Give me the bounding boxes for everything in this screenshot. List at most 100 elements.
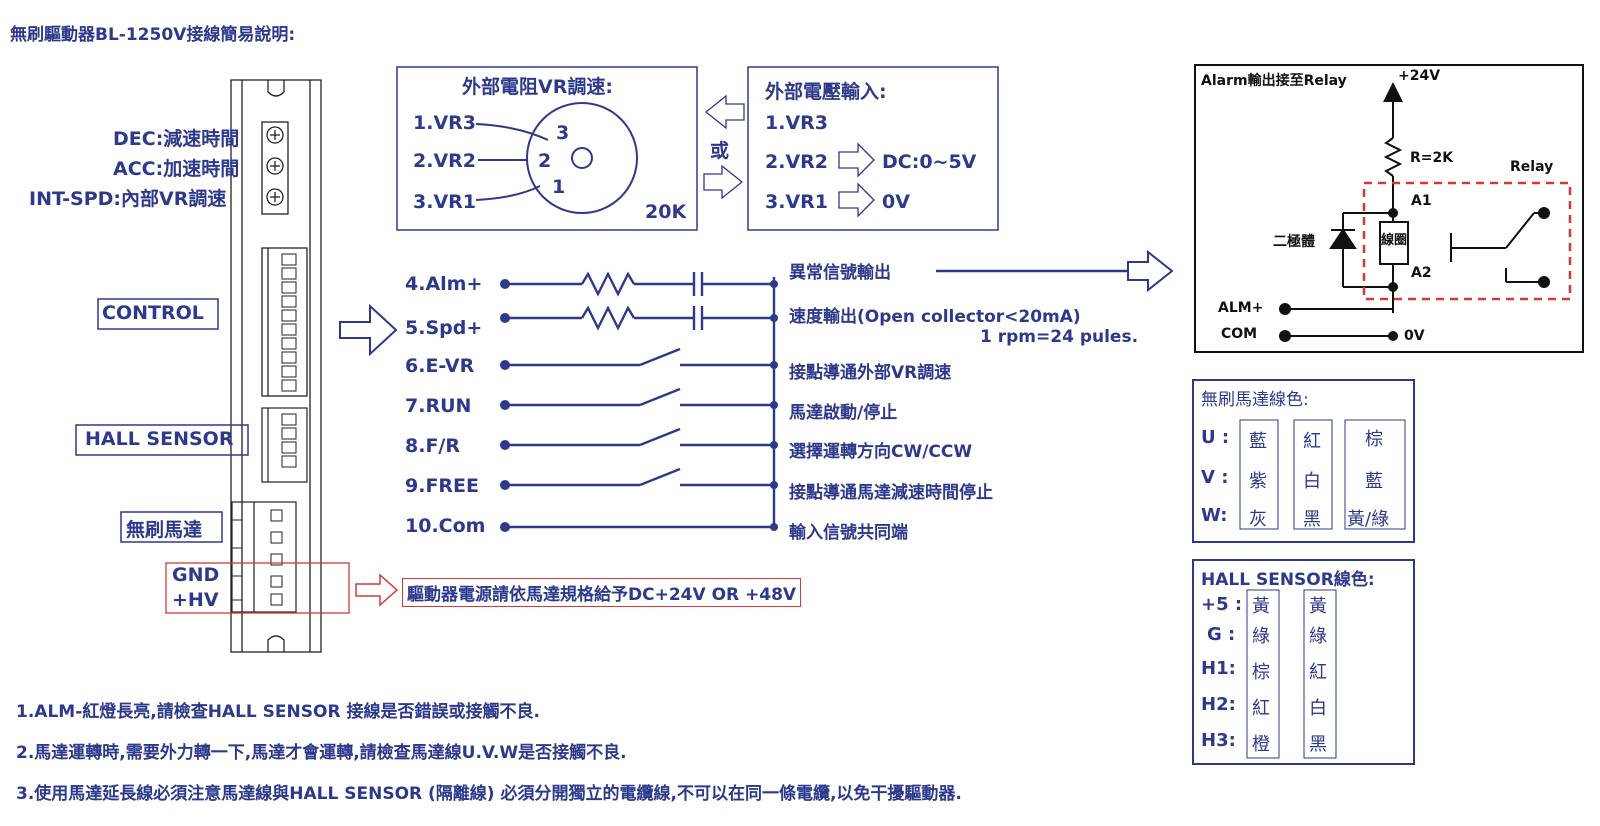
relay-com: COM	[1221, 326, 1258, 342]
relay-a1: A1	[1411, 193, 1432, 209]
vr-item-1: 1.VR3	[413, 112, 476, 134]
motor-w-1: 灰	[1249, 509, 1267, 530]
hall-5-1: 黃	[1252, 596, 1270, 617]
hall-label-box	[75, 424, 249, 456]
pin-desc-9: 接點導通馬達減速時間停止	[789, 483, 993, 503]
relay-alm: ALM+	[1218, 300, 1264, 316]
vr-box-title: 外部電阻VR調速:	[462, 76, 613, 98]
relay-dashed-box	[1362, 181, 1572, 301]
hall-row-h2-label: H2:	[1201, 694, 1236, 715]
motor-row-w-label: W:	[1201, 505, 1228, 526]
relay-label: Relay	[1510, 159, 1554, 175]
vr-item-3: 3.VR1	[413, 191, 476, 213]
vr2-arrow-icon	[838, 142, 875, 178]
hall-color-cells	[1246, 589, 1337, 759]
relay-dots	[1279, 207, 1550, 342]
hall-h2-2: 白	[1309, 698, 1327, 719]
vr-pin-2: 2	[538, 150, 552, 172]
hall-row-g-label: G :	[1207, 624, 1236, 645]
voltage-box	[747, 66, 999, 231]
potentiometer-icon	[475, 102, 638, 214]
voltage-item-3: 3.VR1	[765, 191, 828, 213]
motor-u-2: 紅	[1303, 431, 1321, 452]
voltage-value-dc: DC:0~5V	[882, 151, 977, 173]
voltage-item-1: 1.VR3	[765, 112, 828, 134]
relay-circuit-box	[1194, 64, 1584, 353]
pin-label-4: 4.Alm+	[405, 273, 483, 295]
speed-note: 1 rpm=24 pules.	[980, 327, 1139, 347]
hall-color-table-box	[1192, 559, 1415, 765]
vr1-arrow-icon	[838, 182, 875, 218]
motor-u-3: 棕	[1365, 429, 1383, 450]
hall-sensor-label: HALL SENSOR	[85, 428, 234, 450]
hall-h3-1: 橙	[1252, 734, 1270, 755]
motor-color-cells	[1239, 419, 1406, 530]
hall-row-5-label: +5 :	[1201, 594, 1243, 615]
pin-label-7: 7.RUN	[405, 395, 472, 417]
hall-5-2: 黃	[1309, 596, 1327, 617]
relay-supply: +24V	[1398, 68, 1441, 84]
page-title: 無刷驅動器BL-1250V接線簡易說明:	[10, 25, 296, 45]
pin-label-8: 8.F/R	[405, 435, 460, 457]
right-arrow-icon	[703, 164, 744, 200]
pin-desc-10: 輸入信號共同端	[789, 523, 908, 543]
pin-desc-6: 接點導通外部VR調速	[789, 363, 952, 383]
note-1: 1.ALM-紅燈長亮,請檢查HALL SENSOR 接線是否錯誤或接觸不良.	[16, 702, 540, 722]
note-3: 3.使用馬達延長線必須注意馬達線與HALL SENSOR (隔離線) 必須分開獨…	[16, 784, 962, 804]
motor-w-2: 黑	[1303, 509, 1321, 530]
hall-h3-2: 黑	[1309, 734, 1327, 755]
hall-row-h3-label: H3:	[1201, 730, 1236, 751]
pin-label-9: 9.FREE	[405, 475, 480, 497]
pin-label-5: 5.Spd+	[405, 317, 483, 339]
pin-label-6: 6.E-VR	[405, 355, 475, 377]
motor-row-u-label: U :	[1201, 427, 1230, 448]
vr-box	[396, 66, 698, 231]
hall-h2-1: 紅	[1252, 698, 1270, 719]
motor-v-3: 藍	[1365, 471, 1383, 492]
pin-desc-4: 異常信號輸出	[789, 263, 891, 283]
motor-u-1: 藍	[1249, 431, 1267, 452]
motor-color-table-box	[1192, 379, 1415, 543]
motor-w-3: 黃/綠	[1347, 509, 1390, 530]
motor-power-connector	[231, 501, 297, 613]
motor-v-1: 紫	[1249, 471, 1267, 492]
pin-desc-7: 馬達啟動/停止	[789, 403, 898, 423]
control-label-box	[97, 298, 219, 330]
vr-pin-3: 3	[556, 122, 570, 144]
note-2: 2.馬達運轉時,需要外力轉一下,馬達才會運轉,請檢查馬達線U.V.W是否接觸不良…	[16, 743, 627, 763]
hall-h1-1: 棕	[1252, 662, 1270, 683]
motor-label: 無刷馬達	[126, 519, 203, 541]
relay-zero: 0V	[1404, 328, 1425, 344]
or-label: 或	[710, 140, 730, 162]
power-terminal-box	[165, 562, 350, 614]
relay-coil: 線圈	[1381, 233, 1408, 248]
hall-g-2: 綠	[1309, 626, 1327, 647]
hv-label: +HV	[172, 589, 219, 611]
acc-label: ACC:加速時間	[113, 158, 240, 180]
hall-h1-2: 紅	[1309, 662, 1327, 683]
pin-label-10: 10.Com	[405, 515, 486, 537]
control-connector-pins	[281, 253, 297, 392]
left-arrow-icon	[704, 94, 745, 130]
pin-desc-5: 速度輸出(Open collector<20mA)	[789, 307, 1081, 327]
relay-diode: 二極體	[1273, 234, 1315, 250]
hall-connector	[261, 407, 308, 483]
vr-value: 20K	[645, 201, 687, 223]
dec-label: DEC:減速時間	[113, 128, 240, 150]
relay-title: Alarm輸出接至Relay	[1201, 73, 1347, 89]
power-arrow-icon	[355, 573, 399, 607]
int-spd-label: INT-SPD:內部VR調速	[29, 188, 227, 210]
motor-v-2: 白	[1303, 471, 1321, 492]
motor-label-box	[120, 511, 223, 543]
hall-row-h1-label: H1:	[1201, 658, 1236, 679]
vr-item-2: 2.VR2	[413, 150, 476, 172]
relay-resistor: R=2K	[1410, 150, 1454, 166]
relay-a2: A2	[1411, 265, 1432, 281]
vr-pin-1: 1	[552, 176, 566, 198]
voltage-value-0v: 0V	[882, 191, 910, 213]
control-arrow-icon	[339, 303, 398, 357]
pin-dots	[500, 279, 778, 532]
hall-g-1: 綠	[1252, 626, 1270, 647]
motor-row-v-label: V :	[1201, 467, 1229, 488]
